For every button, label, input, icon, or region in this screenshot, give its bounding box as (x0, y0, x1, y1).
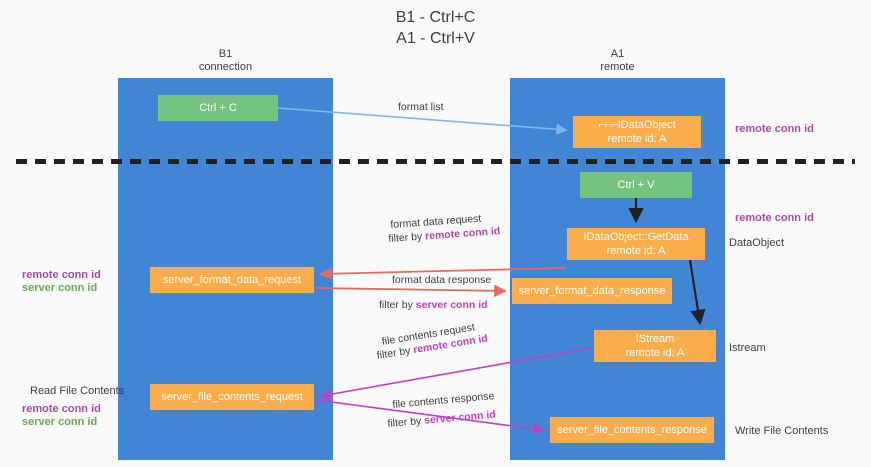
note-read-file-contents: Read File Contents (30, 385, 125, 397)
node-server-format-data-response-label: server_format_data_response (518, 285, 666, 297)
filter-prefix: filter by (376, 344, 415, 362)
filter-prefix: filter by (379, 299, 416, 311)
node-server-format-data-response[interactable]: server_format_data_response (512, 278, 672, 304)
note-remote-conn-id-mid: remote conn id (735, 212, 814, 224)
node-ctrl-c[interactable]: Ctrl + C (158, 95, 278, 121)
lane-header-a1: A1 remote (510, 48, 725, 74)
node-idataobject-getdata-line1: IDataObject::GetData (583, 231, 689, 243)
edge-label-format-data-response: format data response (392, 274, 492, 286)
node-server-format-data-request[interactable]: server_format_data_request (150, 267, 314, 293)
page-title: B1 - Ctrl+C A1 - Ctrl+V (0, 7, 871, 49)
note-left-remote-conn-id-1: remote conn id (22, 269, 101, 281)
note-left-server-conn-id-2: server conn id (22, 416, 98, 428)
node-ctrl-v-label: Ctrl + V (617, 179, 655, 191)
node-idataobject-getdata[interactable]: IDataObject::GetData remote id: A (567, 228, 705, 260)
edge-label-file-contents-response-filter: filter by server conn id (387, 409, 496, 431)
filter-prefix: filter by (388, 230, 426, 245)
note-write-file-contents: Write File Contents (735, 425, 829, 437)
lane-header-a1-subtitle: remote (600, 61, 635, 73)
node-istream[interactable]: IStream remote id: A (594, 330, 716, 362)
node-server-file-contents-response[interactable]: server_file_contents_response (550, 417, 714, 443)
node-server-file-contents-request-label: server_file_contents_request (161, 391, 303, 403)
edge-label-file-contents-response: file contents response (392, 390, 495, 411)
lane-header-b1-subtitle: connection (198, 61, 253, 73)
node-server-format-data-request-label: server_format_data_request (162, 274, 302, 286)
filter-value-server-conn-id: server conn id (415, 299, 488, 311)
phase-divider (16, 159, 855, 164)
filter-prefix: filter by (387, 414, 425, 430)
node-idataobject-register-line2: remote id: A (607, 133, 667, 145)
filter-value-server-conn-id: server conn id (423, 408, 497, 427)
node-server-file-contents-response-label: server_file_contents_response (557, 424, 707, 436)
node-istream-line2: remote id: A (625, 347, 685, 359)
note-remote-conn-id-top: remote conn id (735, 123, 814, 135)
lane-header-b1-name: B1 (218, 48, 233, 60)
node-idataobject-getdata-line2: remote id: A (606, 245, 666, 257)
node-idataobject-register-line1: ⌐⌐⌐IDataObject (598, 119, 676, 131)
lane-header-a1-name: A1 (610, 48, 625, 60)
edge-label-format-list: format list (398, 101, 444, 113)
edge-label-format-data-response-filter: filter by server conn id (379, 299, 488, 312)
connector-format-data-response (315, 284, 507, 298)
title-line-2: A1 - Ctrl+V (396, 30, 475, 47)
title-line-1: B1 - Ctrl+C (395, 9, 476, 26)
note-istream: Istream (729, 342, 766, 354)
note-left-server-conn-id-1: server conn id (22, 282, 98, 294)
lane-header-b1: B1 connection (118, 48, 333, 74)
node-ctrl-c-label: Ctrl + C (199, 102, 237, 114)
note-left-remote-conn-id-2: remote conn id (22, 403, 101, 415)
node-idataobject-register[interactable]: ⌐⌐⌐IDataObject remote id: A (573, 116, 701, 148)
note-dataobject: DataObject (729, 237, 785, 249)
node-ctrl-v[interactable]: Ctrl + V (580, 172, 692, 198)
node-istream-line1: IStream (635, 333, 675, 345)
node-server-file-contents-request[interactable]: server_file_contents_request (150, 384, 314, 410)
